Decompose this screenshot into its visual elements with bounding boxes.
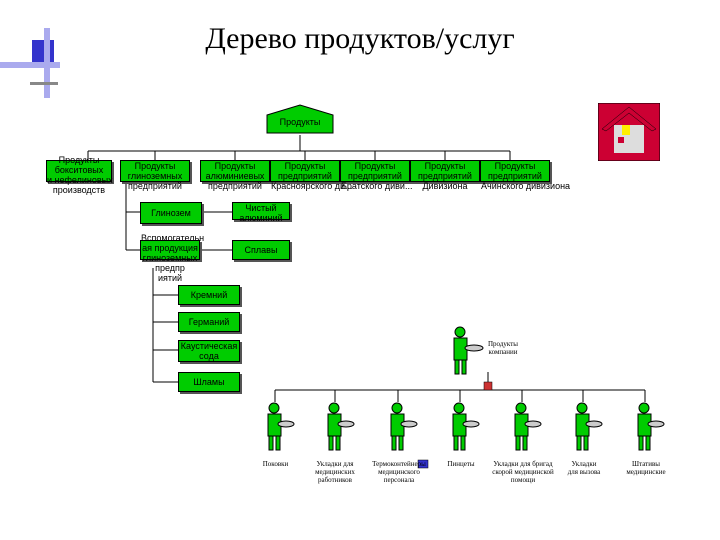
tree-root-node[interactable] [265, 103, 335, 137]
house-icon [598, 103, 660, 161]
corner-decoration [0, 28, 60, 98]
tree-node-auxiliary[interactable]: Вспомогательн ая продукция глиноземных п… [140, 233, 205, 283]
tree-node-krasnoyarsk[interactable]: Продукты предприятий Красноярского ди... [270, 160, 353, 191]
tree-node-silicon[interactable]: Кремний [178, 285, 240, 305]
tree-node-bratsk[interactable]: Продукты предприятий Братского диви... [340, 160, 413, 191]
tree-root-label: Продукты [279, 117, 321, 127]
org-top-figure-icon [453, 326, 484, 375]
org-item-label: Термоконтейнеры медицинского персонала [372, 460, 426, 484]
tree-node-bauxite[interactable]: Продукты бокситовых и нефелиновых произв… [46, 155, 113, 195]
org-item-label: Укладки для медицинских работников [315, 460, 355, 484]
tree-node-alumina-plants[interactable]: Продукты глиноземных предприятий [120, 160, 190, 191]
tree-node-slimes[interactable]: Шламы [178, 372, 240, 392]
tree-node-alloys[interactable]: Сплавы [232, 240, 290, 260]
tree-node-germanium[interactable]: Германий [178, 312, 240, 332]
tree-node-alumina[interactable]: Глинозем [140, 202, 202, 224]
tree-node-division[interactable]: Продукты предприятий Дивизиона [410, 160, 480, 191]
org-item-label: Укладки для вызова [567, 460, 601, 476]
org-top-label: Продукты компании [488, 340, 518, 356]
org-item-label: Пинцеты [447, 460, 475, 468]
org-item-label: Штативы медицинские [626, 460, 666, 476]
tree-node-caustic-soda[interactable]: Каустическая сода [178, 340, 240, 362]
tree-node-aluminum-plants[interactable]: Продукты алюминиевых предприятий [200, 160, 270, 191]
org-item-label: Укладки для бригад скорой медицинской по… [492, 460, 554, 484]
tree-node-pure-aluminum[interactable]: Чистый алюминий [232, 202, 290, 223]
page-title: Дерево продуктов/услуг [205, 22, 515, 55]
tree-node-achinsk[interactable]: Продукты предприятий Ачинского дивизиона [480, 160, 571, 191]
org-item-label: Поковки [262, 460, 289, 468]
